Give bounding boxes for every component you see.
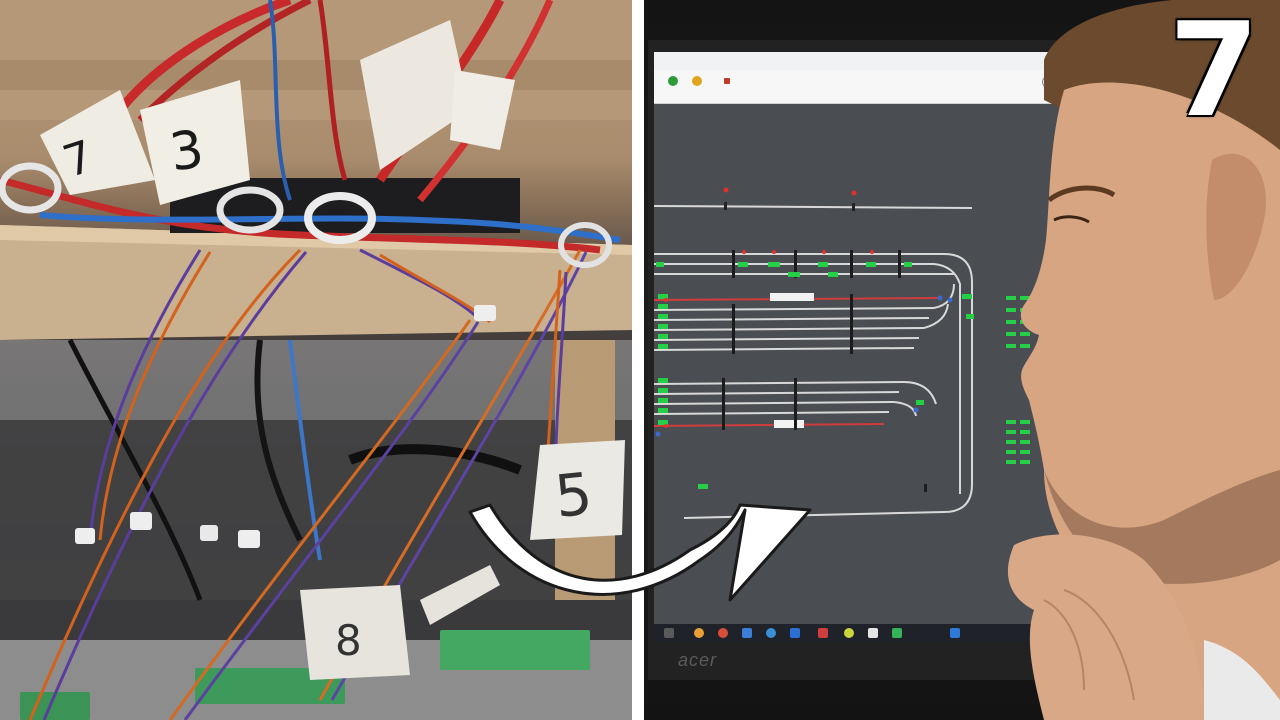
- windows-taskbar: [654, 624, 1094, 642]
- app-icon-4[interactable]: [892, 628, 902, 638]
- person-profile: [1007, 0, 1280, 720]
- search-icon[interactable]: [664, 628, 674, 638]
- wiring-illustration: 3 7 5 8: [0, 0, 632, 720]
- chrome-icon[interactable]: [694, 628, 704, 638]
- episode-number: 7: [1168, 0, 1260, 146]
- opera-icon[interactable]: [718, 628, 728, 638]
- stop-button[interactable]: [712, 74, 742, 100]
- wiring-photo: 3 7 5 8: [0, 0, 632, 720]
- windows-store-icon[interactable]: [742, 628, 752, 638]
- wire-label-7: 7: [40, 90, 155, 195]
- play-button[interactable]: [658, 74, 688, 100]
- edge-icon[interactable]: [766, 628, 776, 638]
- app-toolbar: [654, 70, 1094, 104]
- monitor-brand: acer: [678, 650, 718, 670]
- wire-label-8: 8: [300, 585, 410, 680]
- panel-divider: [632, 0, 644, 720]
- app-icon-2[interactable]: [844, 628, 854, 638]
- svg-text:8: 8: [335, 616, 362, 665]
- pause-icon: [692, 76, 702, 86]
- app-icon[interactable]: [790, 628, 800, 638]
- pause-button[interactable]: [682, 74, 712, 100]
- app-icon-3[interactable]: [868, 628, 878, 638]
- wire-label-3: 3: [140, 80, 250, 205]
- wire-label-5: 5: [530, 440, 625, 540]
- app-titlebar: [654, 52, 1094, 70]
- stop-icon: [724, 78, 730, 84]
- train-app-icon[interactable]: [818, 628, 828, 638]
- taskbar-window-icon[interactable]: [950, 628, 960, 638]
- svg-text:5: 5: [552, 459, 596, 530]
- svg-text:3: 3: [166, 119, 207, 183]
- play-icon: [668, 76, 678, 86]
